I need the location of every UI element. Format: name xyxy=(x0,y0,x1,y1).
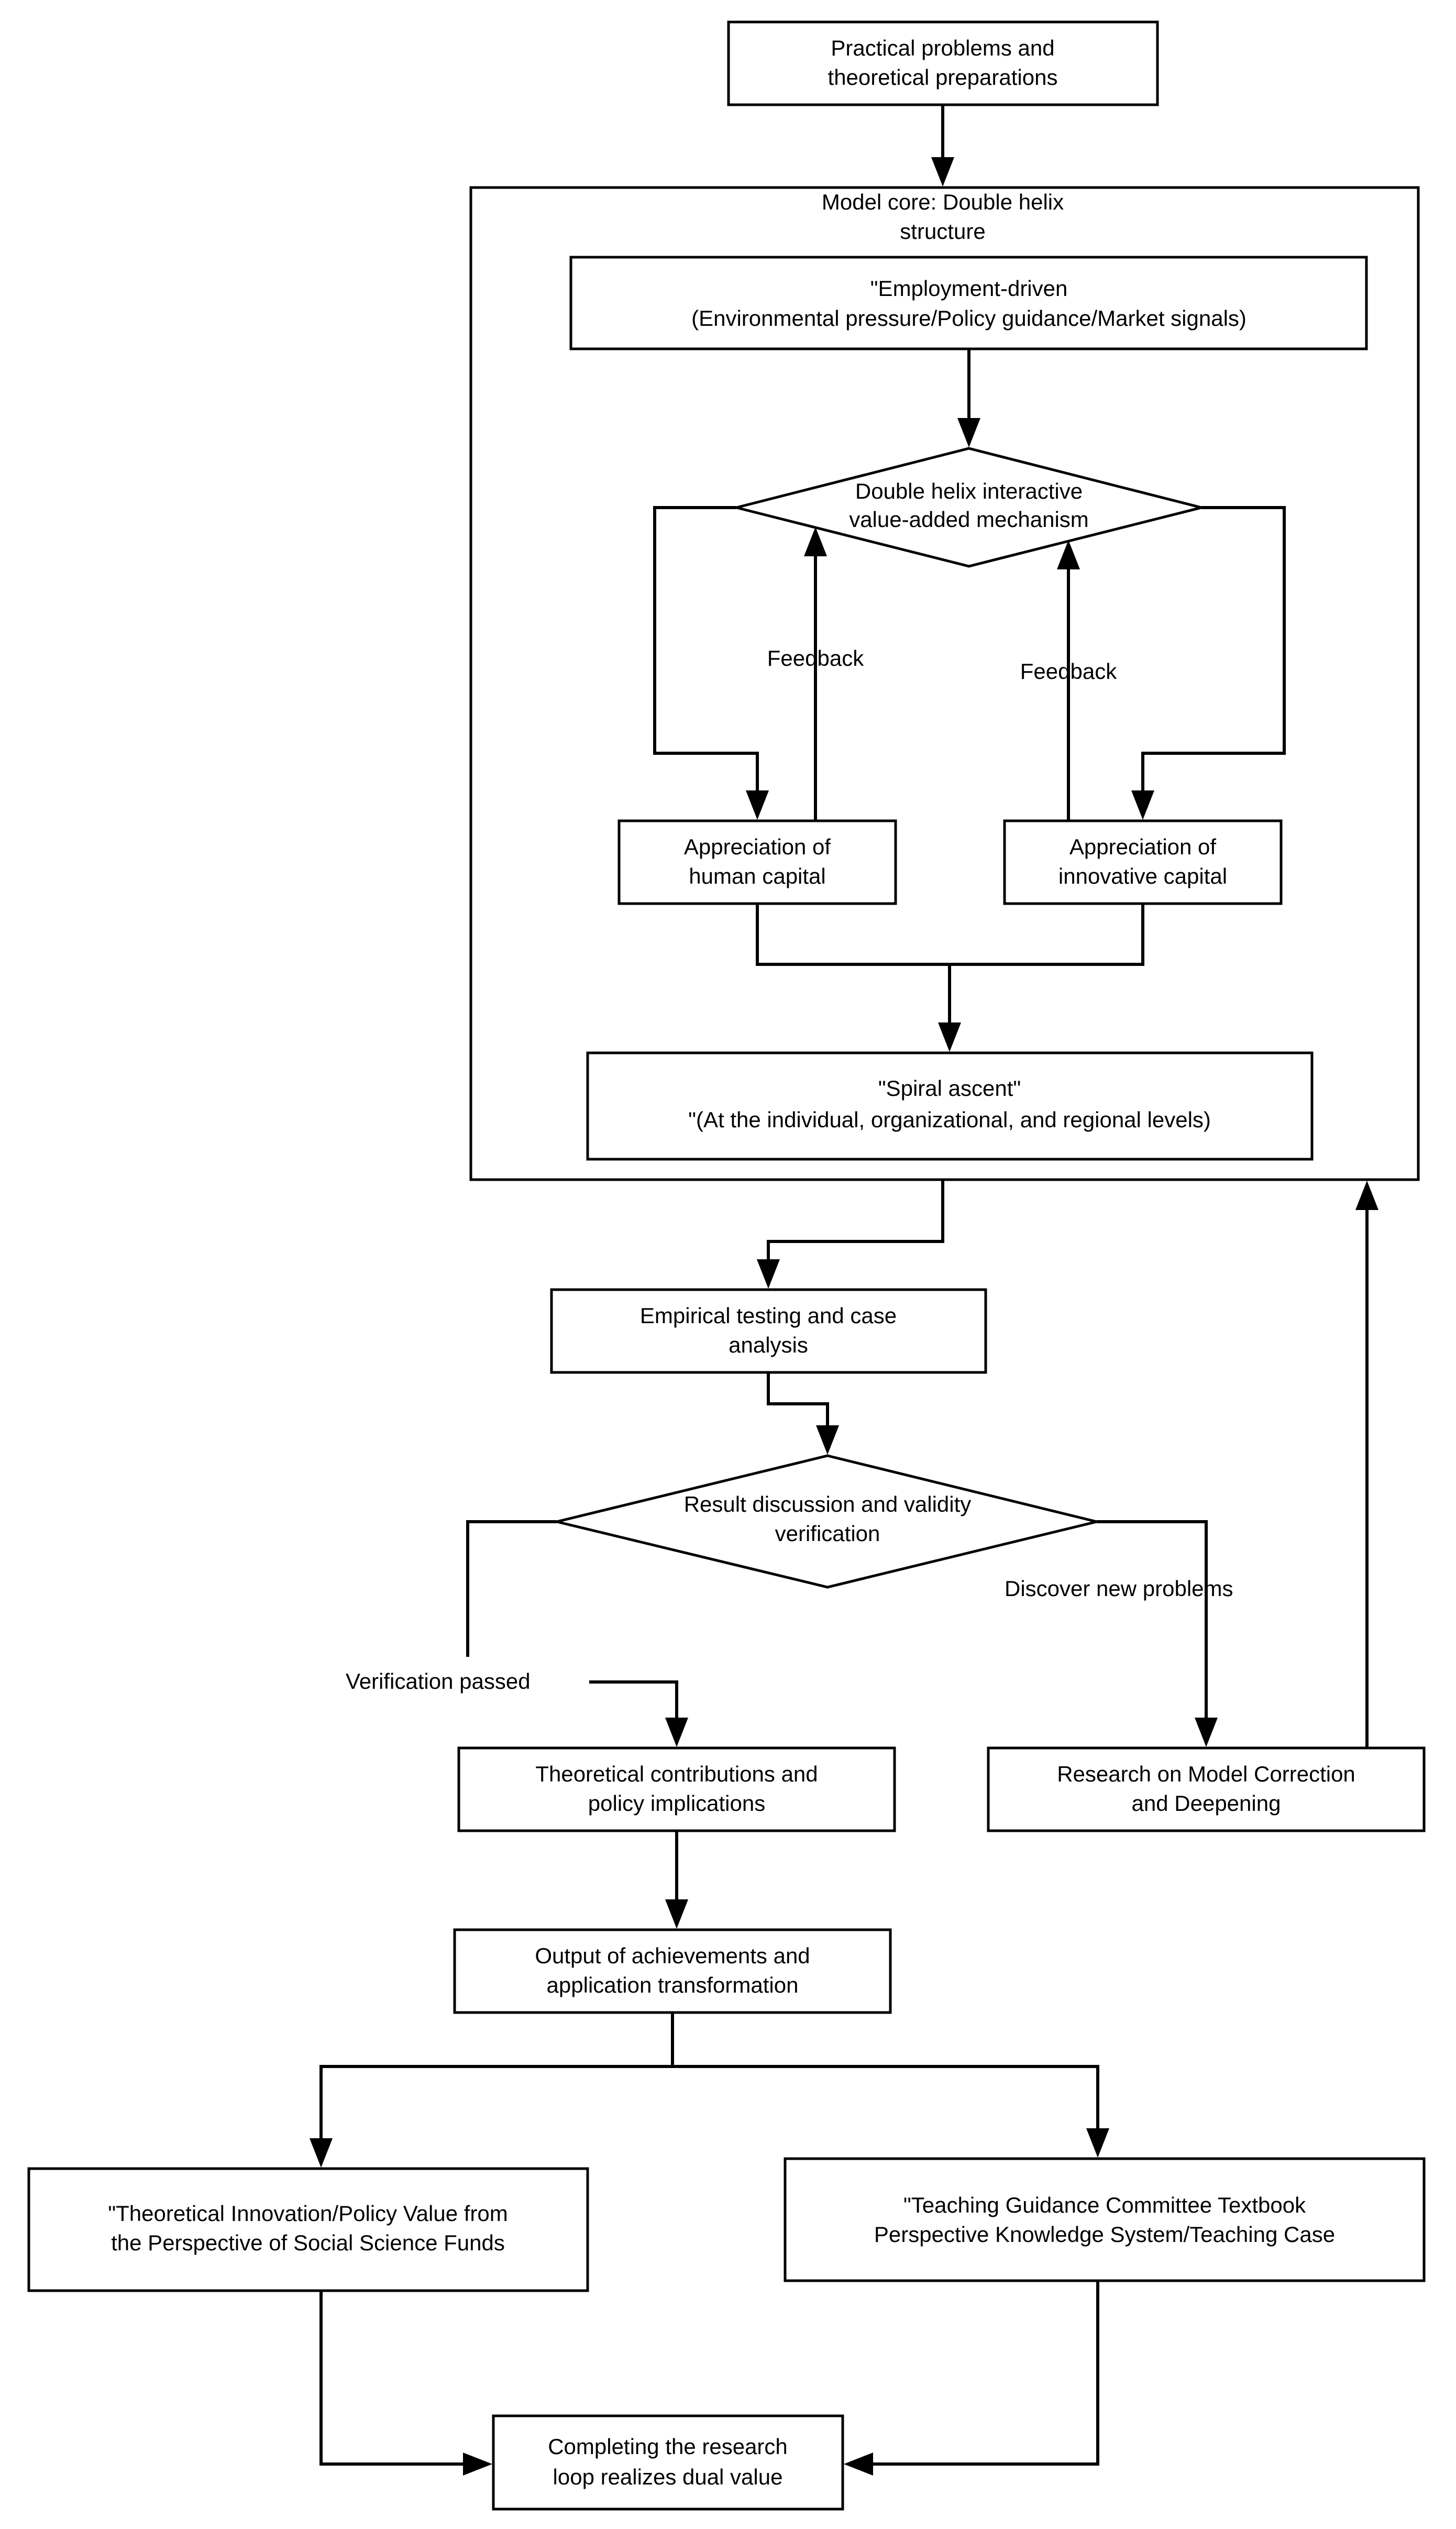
arrowhead xyxy=(665,1718,688,1747)
edge-branch-social-science xyxy=(319,2065,672,2142)
node-empirical-testing: Empirical testing and case analysis xyxy=(550,1288,987,1374)
node-complete-line-1: Completing the research xyxy=(548,2434,788,2459)
model-core-title-line-1: Model core: Double helix xyxy=(822,190,1064,214)
arrowhead xyxy=(844,2453,873,2476)
node-model-correction: Research on Model Correction and Deepeni… xyxy=(987,1746,1426,1832)
arrowhead xyxy=(957,418,980,447)
label-feedback-left: Feedback xyxy=(767,646,864,670)
node-mechanism-line-1: Double helix interactive xyxy=(855,479,1083,503)
node-teaching-line-2: Perspective Knowledge System/Teaching Ca… xyxy=(874,2222,1335,2247)
edge-discussion-verification-passed-a xyxy=(466,1520,557,1657)
arrowhead xyxy=(757,1259,780,1289)
edge-social-science-to-complete xyxy=(319,2291,467,2466)
node-complete-line-2: loop realizes dual value xyxy=(553,2465,783,2489)
node-social-science-line-2: the Perspective of Social Science Funds xyxy=(111,2230,505,2255)
node-employment-line-1: "Employment-driven xyxy=(870,276,1068,301)
node-spiral-line-2: "(At the individual, organizational, and… xyxy=(688,1107,1211,1132)
label-discover-new-problems: Discover new problems xyxy=(1005,1576,1233,1601)
model-core-title-line-2: structure xyxy=(900,219,985,244)
arrowhead xyxy=(665,1899,688,1929)
arrowhead xyxy=(1195,1718,1218,1747)
edge-branch-teaching xyxy=(672,2065,1099,2132)
edge-discussion-verification-passed-b xyxy=(589,1680,678,1722)
node-human-capital-line-1: Appreciation of xyxy=(684,834,831,859)
label-feedback-right: Feedback xyxy=(1020,659,1117,684)
node-start-line-2: theoretical preparations xyxy=(828,65,1058,90)
arrowhead xyxy=(804,527,827,556)
node-discussion-line-1: Result discussion and validity xyxy=(684,1492,972,1516)
model-core-title: Model core: Double helix structure xyxy=(822,190,1064,244)
edge-human-capital-to-merge xyxy=(756,904,1144,966)
node-correction-line-1: Research on Model Correction xyxy=(1057,1762,1355,1786)
node-completing-loop: Completing the research loop realizes du… xyxy=(492,2414,844,2511)
node-output-line-1: Output of achievements and xyxy=(535,1943,810,1968)
node-theoretical-contributions: Theoretical contributions and policy imp… xyxy=(457,1746,896,1832)
arrowhead xyxy=(463,2453,492,2476)
arrowhead xyxy=(1086,2128,1109,2158)
node-theoretical-line-2: policy implications xyxy=(588,1791,765,1816)
node-social-science-line-1: "Theoretical Innovation/Policy Value fro… xyxy=(108,2201,508,2226)
node-mechanism-line-2: value-added mechanism xyxy=(849,507,1089,532)
arrowhead xyxy=(1131,790,1154,820)
arrowhead xyxy=(931,157,954,186)
edge-discussion-discover-new xyxy=(1097,1520,1208,1722)
node-teaching-guidance: "Teaching Guidance Committee Textbook Pe… xyxy=(784,2157,1426,2282)
node-theoretical-line-1: Theoretical contributions and xyxy=(535,1762,818,1786)
node-correction-line-2: and Deepening xyxy=(1132,1791,1281,1816)
node-employment-line-2: (Environmental pressure/Policy guidance/… xyxy=(691,306,1247,331)
arrowhead xyxy=(816,1425,839,1455)
node-empirical-line-1: Empirical testing and case xyxy=(640,1303,897,1328)
arrowhead xyxy=(746,790,769,820)
node-innovative-capital: Appreciation of innovative capital xyxy=(1003,819,1283,905)
node-output-line-2: application transformation xyxy=(547,1973,799,1997)
node-innovative-capital-line-2: innovative capital xyxy=(1058,864,1227,888)
node-spiral-line-1: "Spiral ascent" xyxy=(878,1076,1021,1101)
node-start-line-1: Practical problems and xyxy=(831,36,1054,60)
node-result-discussion: Result discussion and validity verificat… xyxy=(556,1454,1097,1589)
edge-mechanism-to-human-capital xyxy=(653,506,759,795)
edge-empirical-to-discussion xyxy=(767,1372,829,1430)
edge-teaching-to-complete xyxy=(869,2281,1099,2466)
label-verification-passed: Verification passed xyxy=(346,1669,531,1694)
node-output-achievements: Output of achievements and application t… xyxy=(453,1928,892,2014)
arrowhead xyxy=(1057,540,1080,569)
edge-core-to-empirical xyxy=(767,1180,944,1263)
node-human-capital: Appreciation of human capital xyxy=(617,819,897,905)
node-teaching-line-1: "Teaching Guidance Committee Textbook xyxy=(903,2193,1306,2217)
model-core-frame xyxy=(469,186,1420,1181)
node-employment-driven: "Employment-driven (Environmental pressu… xyxy=(569,256,1368,350)
connectors xyxy=(310,105,1378,2476)
node-human-capital-line-2: human capital xyxy=(689,864,826,888)
node-double-helix-mechanism: Double helix interactive value-added mec… xyxy=(736,447,1202,568)
node-innovative-capital-line-1: Appreciation of xyxy=(1069,834,1217,859)
node-spiral-ascent: "Spiral ascent" "(At the individual, org… xyxy=(586,1051,1314,1161)
edge-mechanism-to-innovative-capital xyxy=(1141,506,1286,795)
node-start: Practical problems and theoretical prepa… xyxy=(727,20,1159,106)
node-empirical-line-2: analysis xyxy=(729,1333,808,1357)
node-discussion-line-2: verification xyxy=(775,1521,880,1546)
arrowhead xyxy=(1355,1181,1378,1210)
node-social-science-funds: "Theoretical Innovation/Policy Value fro… xyxy=(27,2167,589,2292)
arrowhead xyxy=(310,2138,333,2168)
arrowhead xyxy=(938,1022,961,1052)
edge-labels: Feedback Feedback Verification passed Di… xyxy=(346,646,1233,1694)
